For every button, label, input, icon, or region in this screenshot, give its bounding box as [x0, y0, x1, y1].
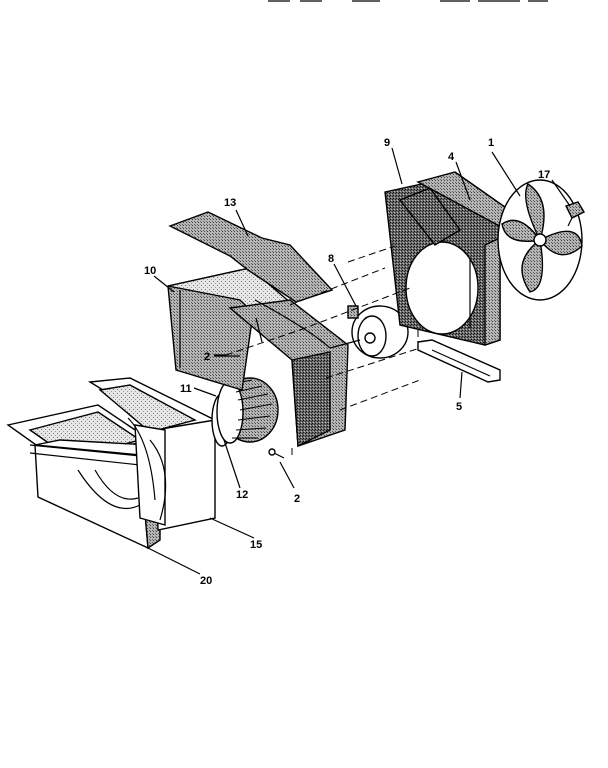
part-15-grille-housing	[87, 377, 218, 531]
assembly-guide-lines	[225, 245, 421, 458]
callout-2-upper: 2	[204, 351, 210, 363]
callout-labels: 1 4 9 17 13 8 10 2 11 5 12 2 15 20	[144, 137, 550, 587]
callout-5: 5	[456, 401, 462, 413]
part-11-blower-wheel	[216, 377, 279, 444]
callout-11: 11	[180, 383, 192, 395]
callout-17: 17	[538, 169, 550, 181]
part-8-fan-motor	[329, 305, 421, 359]
callout-1: 1	[488, 137, 494, 149]
callout-13: 13	[224, 197, 236, 209]
leader-lines	[147, 147, 571, 575]
callout-10: 10	[144, 265, 156, 277]
part-2-screw-lower	[268, 448, 285, 459]
part-9-fan-shroud	[384, 179, 501, 346]
callout-20: 20	[200, 575, 212, 587]
part-1-fan-blade	[497, 179, 583, 301]
callout-12: 12	[236, 489, 248, 501]
part-5-motor-mount	[417, 339, 501, 383]
callout-15: 15	[250, 539, 262, 551]
callout-8: 8	[328, 253, 334, 265]
part-17-nut	[565, 201, 585, 227]
callout-2-lower: 2	[294, 493, 300, 505]
part-10-blower-housing	[167, 267, 349, 448]
callout-9: 9	[384, 137, 390, 149]
part-13-top-cover	[168, 211, 334, 303]
callout-4: 4	[448, 151, 455, 163]
